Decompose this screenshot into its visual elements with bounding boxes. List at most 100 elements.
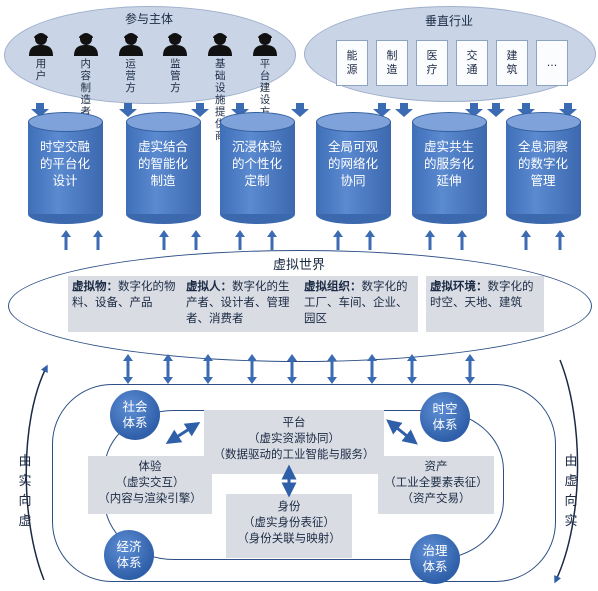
- up-arrow-icon: [159, 230, 169, 250]
- virtual-world-title: 虚拟世界: [272, 258, 325, 273]
- up-arrow-icon: [235, 230, 245, 250]
- industry-label: 医疗: [426, 49, 438, 76]
- virtual-world-box: 虚拟人：数字化的生产者、设计者、管理者、消费者: [182, 276, 300, 332]
- pillar-label: 沉浸体验的个性化定制: [231, 139, 282, 188]
- experience-line2: （内容与渲染引擎）: [98, 491, 202, 505]
- virtual-box-text: 数字化的工厂、车间、企业、园区: [304, 279, 408, 325]
- participant-item: 运营方: [112, 32, 150, 142]
- participant-label: 运营方: [125, 58, 136, 94]
- platform-line2: （数据驱动的工业智能与服务）: [213, 447, 375, 461]
- double-arrow-icon: [163, 354, 173, 384]
- participants-list: 用户内容制造者运营方监管方基础设施提供商平台建设方: [22, 32, 284, 142]
- participant-label: 用户: [35, 58, 47, 82]
- participants-title: 参与主体: [124, 12, 173, 26]
- up-arrow-icon: [425, 230, 435, 250]
- person-icon: [208, 33, 233, 56]
- pillar-cylinder: 沉浸体验的个性化定制: [220, 112, 295, 224]
- platform-box: 平台 （虚实资源协同） （数据驱动的工业智能与服务）: [204, 410, 384, 474]
- pillar-cylinder: 时空交融的平台化设计: [28, 112, 103, 224]
- up-arrow-icon: [457, 230, 467, 250]
- up-arrow-icon: [191, 230, 201, 250]
- participant-label: 监管方: [170, 58, 181, 94]
- virtual-world-box: 虚拟环境：数字化的时空、天地、建筑: [426, 276, 544, 332]
- spacetime-system-circle: 时空体系: [420, 392, 470, 442]
- economy-system-circle: 经济体系: [104, 530, 154, 580]
- participant-item: 监管方: [156, 32, 194, 142]
- identity-box: 身份 （虚实身份表征） （身份关联与映射）: [226, 494, 352, 558]
- side-label-right: 由虚向实: [564, 452, 578, 532]
- platform-spacetime-arrow: [386, 419, 418, 445]
- down-arrow-icon: [231, 103, 249, 117]
- spacetime-system-label: 时空体系: [432, 401, 458, 432]
- pillar-cylinder: 全局可观的网络化协同: [316, 112, 391, 224]
- industries-list: 能源制造 医疗 交通 建筑...: [336, 40, 568, 86]
- industry-item: 建筑: [496, 40, 528, 86]
- up-arrow-icon: [267, 230, 277, 250]
- participant-item: 基础设施提供商: [201, 32, 239, 142]
- person-icon: [252, 33, 277, 56]
- virtual-box-head: 虚拟人：: [186, 279, 232, 293]
- governance-system-circle: 治理体系: [410, 534, 460, 584]
- platform-line1: （虚实资源协同）: [248, 431, 340, 445]
- person-icon: [118, 33, 143, 56]
- platform-title: 平台: [282, 415, 306, 429]
- pillar-label: 时空交融的平台化设计: [39, 139, 90, 188]
- virtual-box-text: 数字化的时空、天地、建筑: [430, 279, 534, 309]
- side-label-char: 实: [564, 514, 578, 529]
- person-icon: [29, 33, 53, 56]
- up-arrow-icon: [93, 230, 103, 250]
- down-arrow-icon: [559, 103, 577, 117]
- side-label-char: 由: [18, 454, 32, 469]
- industry-item: ...: [536, 40, 568, 86]
- industry-label: 建筑: [506, 49, 518, 76]
- industry-item: 能源: [336, 40, 368, 86]
- up-arrow-icon: [521, 230, 531, 250]
- experience-line1: （虚实交互）: [115, 475, 185, 489]
- identity-title: 身份: [277, 499, 301, 513]
- asset-title: 资产: [424, 459, 448, 473]
- person-icon: [73, 33, 98, 56]
- double-arrow-icon: [247, 354, 257, 384]
- industry-label: 交通: [466, 49, 478, 76]
- social-platform-arrow: [165, 421, 201, 445]
- pillar-cylinder: 虚实结合的智能化制造: [126, 112, 201, 224]
- experience-box: 体验 （虚实交互） （内容与渲染引擎）: [88, 456, 212, 514]
- double-arrow-icon: [123, 354, 133, 384]
- asset-line2: （资产交易）: [401, 491, 471, 505]
- down-arrow-icon: [191, 103, 209, 117]
- side-label-char: 虚: [18, 514, 32, 529]
- up-arrow-icon: [555, 230, 565, 250]
- down-arrow-icon: [119, 103, 137, 117]
- side-label-char: 由: [564, 454, 578, 469]
- double-arrow-icon: [203, 354, 213, 384]
- side-label-left: 由实向虚: [18, 452, 32, 532]
- virtual-box-head: 虚拟物：: [72, 279, 118, 293]
- pillar-cylinder: 虚实共生的服务化延伸: [412, 112, 487, 224]
- double-arrow-icon: [287, 354, 297, 384]
- virtual-box-text: 数字化的物料、设备、产品: [72, 279, 176, 309]
- industry-label: 制造: [386, 49, 398, 76]
- up-arrow-icon: [365, 230, 375, 250]
- economy-system-label: 经济体系: [116, 539, 142, 570]
- participant-label: 内容制造者: [80, 58, 92, 118]
- experience-title: 体验: [138, 459, 162, 473]
- down-arrow-icon: [465, 103, 483, 117]
- down-arrow-icon: [517, 103, 535, 117]
- down-arrow-icon: [31, 103, 49, 117]
- asset-line1: （工业全要素表征）: [384, 475, 488, 489]
- down-arrow-icon: [395, 103, 413, 117]
- double-arrow-icon: [367, 354, 377, 384]
- industry-label: ...: [546, 56, 558, 69]
- pillar-label: 全局可观的网络化协同: [327, 139, 378, 188]
- down-arrow-icon: [373, 103, 391, 117]
- pillar-label: 虚实共生的服务化延伸: [423, 139, 474, 188]
- industry-item: 交通: [456, 40, 488, 86]
- identity-line2: （身份关联与映射）: [237, 531, 341, 545]
- virtual-box-head: 虚拟环境：: [430, 279, 488, 293]
- social-system-circle: 社会体系: [110, 390, 160, 440]
- left-curve-arrow: [25, 364, 48, 581]
- industry-item: 医疗: [416, 40, 448, 86]
- participant-item: 内容制造者: [67, 32, 105, 142]
- up-arrow-icon: [333, 230, 343, 250]
